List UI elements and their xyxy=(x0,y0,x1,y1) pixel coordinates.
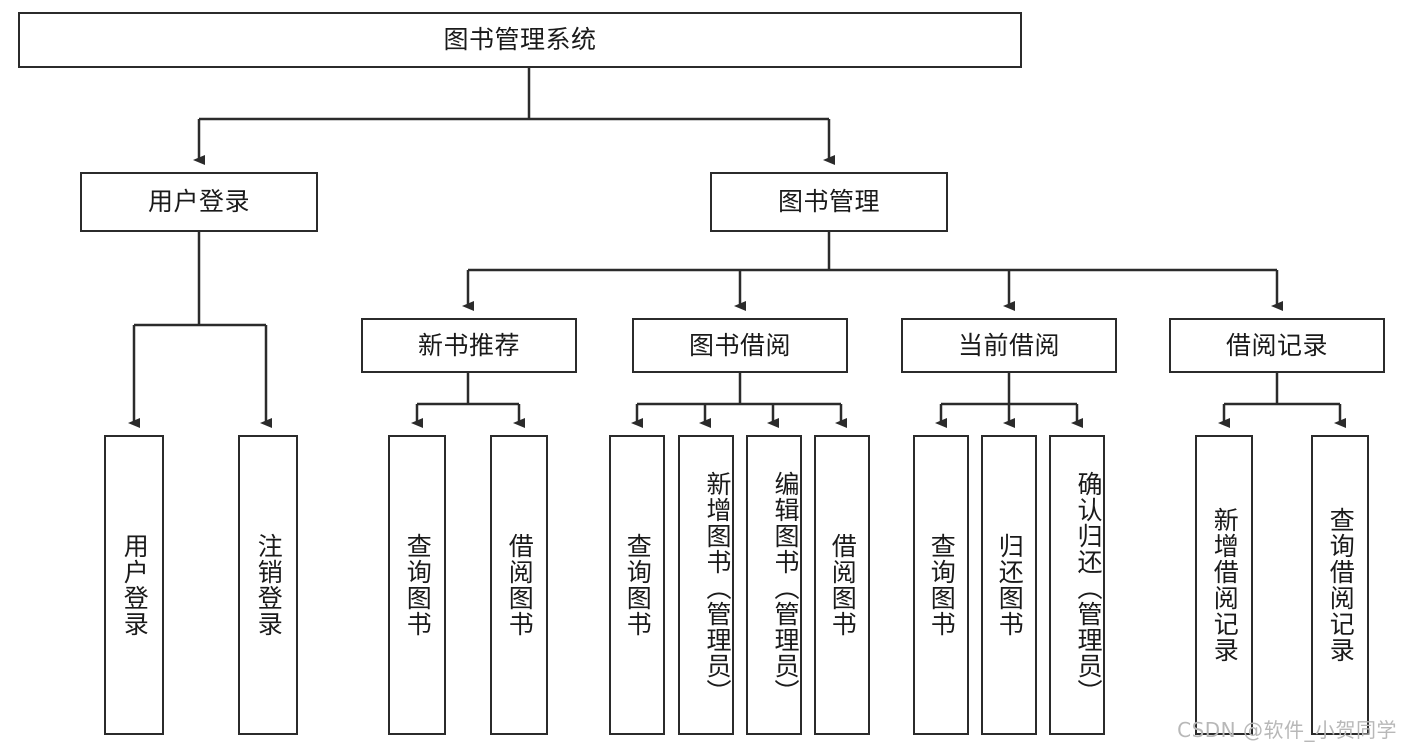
watermark-text: CSDN @软件_小贺同学 xyxy=(1177,718,1397,742)
node-book-management[interactable]: 图书管理 xyxy=(710,172,948,232)
leaf-user-login[interactable]: 用户登录 xyxy=(104,435,164,735)
node-current-borrow[interactable]: 当前借阅 xyxy=(901,318,1117,373)
node-label: 借阅记录 xyxy=(1225,330,1328,360)
node-label: 借阅图书 xyxy=(828,533,858,637)
node-user-login[interactable]: 用户登录 xyxy=(80,172,318,232)
node-new-book-recommend[interactable]: 新书推荐 xyxy=(361,318,577,373)
leaf-query-book-borrow[interactable]: 查询图书 xyxy=(609,435,665,735)
leaf-query-book-current[interactable]: 查询图书 xyxy=(913,435,969,735)
node-label: 用户登录 xyxy=(120,533,150,637)
node-label: 当前借阅 xyxy=(957,330,1060,360)
node-label: 图书管理 xyxy=(777,187,880,217)
node-label: 查询图书 xyxy=(623,533,653,637)
node-label: 图书管理系统 xyxy=(443,25,597,55)
node-label: 查询图书 xyxy=(403,533,433,637)
leaf-query-book-recommend[interactable]: 查询图书 xyxy=(388,435,446,735)
leaf-add-borrow-record[interactable]: 新增借阅记录 xyxy=(1195,435,1253,735)
node-label: 图书借阅 xyxy=(688,330,791,360)
leaf-confirm-return-admin[interactable]: 确认归还（管理员） xyxy=(1049,435,1105,735)
node-label: 新增借阅记录 xyxy=(1210,507,1240,663)
node-label: 查询借阅记录 xyxy=(1326,507,1356,663)
node-borrow-records[interactable]: 借阅记录 xyxy=(1169,318,1385,373)
leaf-return-book[interactable]: 归还图书 xyxy=(981,435,1037,735)
leaf-borrow-book[interactable]: 借阅图书 xyxy=(814,435,870,735)
node-label: 用户登录 xyxy=(147,187,250,217)
node-label: 确认归还（管理员） xyxy=(1074,471,1103,705)
leaf-query-borrow-record[interactable]: 查询借阅记录 xyxy=(1311,435,1369,735)
node-label: 借阅图书 xyxy=(505,533,535,637)
node-label: 新书推荐 xyxy=(417,330,520,360)
leaf-logout[interactable]: 注销登录 xyxy=(238,435,298,735)
node-label: 归还图书 xyxy=(995,533,1025,637)
leaf-add-book-admin[interactable]: 新增图书（管理员） xyxy=(678,435,734,735)
node-label: 注销登录 xyxy=(254,533,284,637)
node-label: 编辑图书（管理员） xyxy=(771,471,800,705)
node-label: 新增图书（管理员） xyxy=(703,471,732,705)
leaf-edit-book-admin[interactable]: 编辑图书（管理员） xyxy=(746,435,802,735)
node-label: 查询图书 xyxy=(927,533,957,637)
leaf-borrow-book-recommend[interactable]: 借阅图书 xyxy=(490,435,548,735)
node-book-borrow[interactable]: 图书借阅 xyxy=(632,318,848,373)
node-root-system[interactable]: 图书管理系统 xyxy=(18,12,1022,68)
